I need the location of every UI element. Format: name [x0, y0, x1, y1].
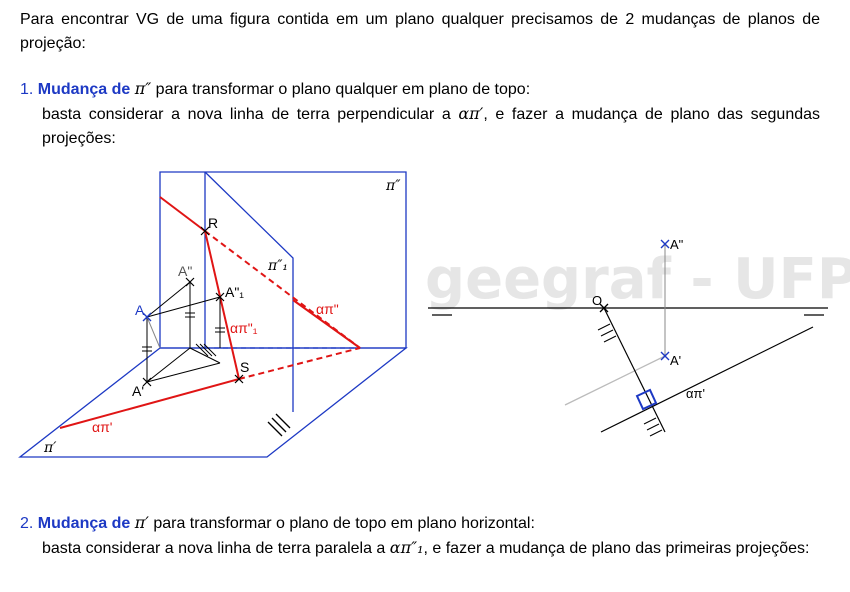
- step-1: 1. Mudança de π″ para transformar o plan…: [20, 77, 820, 151]
- step-1-title-rest: para transformar o plano qualquer em pla…: [155, 81, 531, 98]
- step-1-desc-a: basta considerar a nova linha de terra p…: [42, 106, 451, 123]
- label-A2-1: A"₁: [225, 284, 244, 300]
- label-A1: A': [132, 383, 144, 399]
- step-1-title: 1. Mudança de π″ para transformar o plan…: [20, 77, 820, 102]
- label-A2: A": [178, 263, 192, 279]
- step-2-desc-symbol: απ″₁: [389, 538, 424, 557]
- label-trace-api2: απ": [316, 301, 339, 317]
- label-right-A2: A": [670, 237, 684, 252]
- step-1-desc-b: , e fazer a mudança de plano das segunda…: [42, 106, 821, 147]
- label-right-trace-api1: απ': [686, 386, 705, 401]
- step-1-number: 1.: [20, 81, 34, 98]
- label-pi2: π″: [385, 178, 401, 194]
- step-1-description: basta considerar a nova linha de terra p…: [20, 102, 820, 151]
- step-2-title: 2. Mudança de π′ para transformar o plan…: [20, 511, 820, 536]
- label-A: A: [135, 302, 145, 318]
- step-2-description: basta considerar a nova linha de terra p…: [20, 536, 820, 561]
- label-trace-api2-1: απ"₁: [230, 320, 258, 336]
- step-2-desc-a: basta considerar a nova linha de terra p…: [42, 540, 386, 557]
- step-2: 2. Mudança de π′ para transformar o plan…: [20, 511, 820, 561]
- step-1-desc-symbol: απ′: [458, 104, 484, 123]
- projection-figures: geegraf - UFPR: [18, 171, 850, 458]
- label-S: S: [240, 359, 249, 375]
- label-right-A1: A': [670, 353, 681, 368]
- step-2-title-rest: para transformar o plano de topo em plan…: [153, 515, 535, 532]
- label-R: R: [208, 215, 218, 231]
- left-3d-figure: [18, 171, 408, 458]
- watermark: geegraf - UFPR: [425, 247, 850, 312]
- label-trace-api1: απ': [92, 419, 112, 435]
- intro-paragraph: Para encontrar VG de uma figura contida …: [20, 11, 820, 52]
- step-2-title-bold: Mudança de: [37, 515, 131, 532]
- step-1-symbol: π″: [134, 79, 152, 98]
- step-2-desc-b: , e fazer a mudança de plano das primeir…: [423, 540, 810, 557]
- label-pi2-1: π″₁: [267, 258, 288, 274]
- step-2-symbol: π′: [134, 513, 149, 532]
- label-pi1: π′: [43, 440, 57, 456]
- step-1-title-bold: Mudança de: [37, 81, 131, 98]
- step-2-number: 2.: [20, 515, 34, 532]
- plane-pi1: [18, 347, 408, 458]
- right-2d-figure: [428, 239, 828, 437]
- label-O: O: [592, 293, 602, 308]
- plane-pi2-1: [204, 171, 294, 412]
